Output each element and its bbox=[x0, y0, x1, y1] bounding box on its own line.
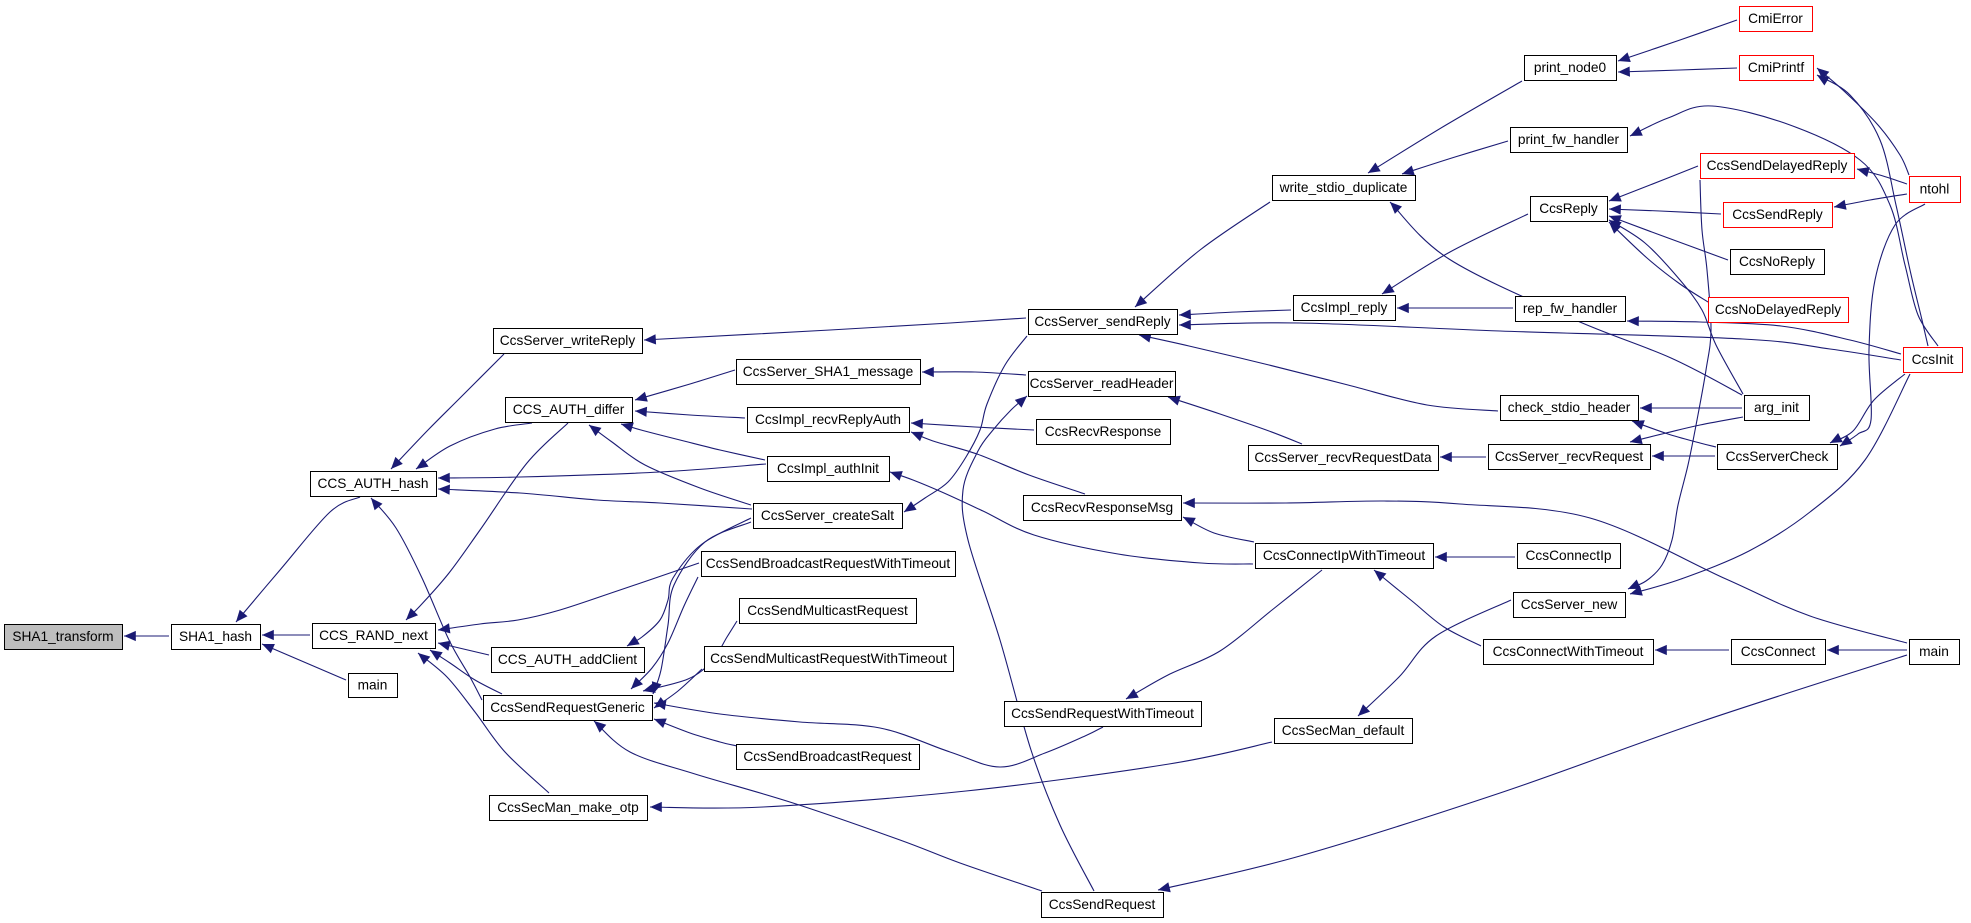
svg-text:CcsImpl_reply: CcsImpl_reply bbox=[1301, 300, 1388, 315]
svg-text:CcsNoReply: CcsNoReply bbox=[1739, 254, 1815, 269]
svg-text:CcsServer_new: CcsServer_new bbox=[1521, 597, 1618, 612]
svg-text:CcsRecvResponse: CcsRecvResponse bbox=[1045, 424, 1161, 439]
svg-text:arg_init: arg_init bbox=[1754, 400, 1799, 415]
svg-text:CcsSendMulticastRequest: CcsSendMulticastRequest bbox=[747, 603, 908, 618]
svg-text:CcsSecMan_make_otp: CcsSecMan_make_otp bbox=[497, 800, 639, 815]
svg-text:CCS_AUTH_hash: CCS_AUTH_hash bbox=[317, 476, 428, 491]
svg-text:print_node0: print_node0 bbox=[1534, 60, 1607, 75]
svg-text:CcsServer_readHeader: CcsServer_readHeader bbox=[1030, 376, 1174, 391]
svg-text:CcsImpl_authInit: CcsImpl_authInit bbox=[777, 461, 879, 476]
svg-text:CcsSecMan_default: CcsSecMan_default bbox=[1282, 723, 1405, 738]
svg-text:CcsConnectWithTimeout: CcsConnectWithTimeout bbox=[1493, 644, 1644, 659]
svg-text:SHA1_hash: SHA1_hash bbox=[179, 629, 252, 644]
svg-text:print_fw_handler: print_fw_handler bbox=[1518, 132, 1620, 147]
svg-text:CcsRecvResponseMsg: CcsRecvResponseMsg bbox=[1031, 500, 1173, 515]
svg-text:CcsSendRequest: CcsSendRequest bbox=[1049, 897, 1156, 912]
svg-text:CcsServer_createSalt: CcsServer_createSalt bbox=[761, 508, 894, 523]
svg-text:CcsSendMulticastRequestWithTim: CcsSendMulticastRequestWithTimeout bbox=[710, 651, 947, 666]
svg-text:ntohl: ntohl bbox=[1920, 182, 1950, 197]
svg-text:CcsSendRequestWithTimeout: CcsSendRequestWithTimeout bbox=[1011, 706, 1194, 721]
svg-text:write_stdio_duplicate: write_stdio_duplicate bbox=[1279, 180, 1408, 195]
svg-text:CCS_RAND_next: CCS_RAND_next bbox=[319, 628, 428, 643]
svg-text:rep_fw_handler: rep_fw_handler bbox=[1523, 301, 1618, 316]
svg-text:CmiPrintf: CmiPrintf bbox=[1748, 60, 1804, 75]
svg-text:CcsServer_sendReply: CcsServer_sendReply bbox=[1034, 314, 1170, 329]
svg-text:CcsNoDelayedReply: CcsNoDelayedReply bbox=[1715, 302, 1841, 317]
svg-text:CcsServer_writeReply: CcsServer_writeReply bbox=[500, 333, 636, 348]
svg-text:CcsSendBroadcastRequestWithTim: CcsSendBroadcastRequestWithTimeout bbox=[706, 556, 951, 571]
svg-text:CcsSendBroadcastRequest: CcsSendBroadcastRequest bbox=[743, 749, 911, 764]
svg-text:CcsImpl_recvReplyAuth: CcsImpl_recvReplyAuth bbox=[755, 412, 901, 427]
svg-text:SHA1_transform: SHA1_transform bbox=[12, 629, 113, 644]
svg-text:CmiError: CmiError bbox=[1748, 11, 1803, 26]
svg-text:CcsReply: CcsReply bbox=[1539, 201, 1598, 216]
svg-text:CcsConnect: CcsConnect bbox=[1741, 644, 1816, 659]
svg-text:CcsServer_recvRequest: CcsServer_recvRequest bbox=[1495, 449, 1644, 464]
svg-text:CcsConnectIpWithTimeout: CcsConnectIpWithTimeout bbox=[1263, 548, 1425, 563]
svg-text:CcsSendReply: CcsSendReply bbox=[1732, 207, 1823, 222]
svg-text:main: main bbox=[358, 678, 388, 693]
svg-text:CcsServer_recvRequestData: CcsServer_recvRequestData bbox=[1254, 450, 1432, 465]
svg-text:check_stdio_header: check_stdio_header bbox=[1508, 400, 1631, 415]
svg-text:CcsServer_SHA1_message: CcsServer_SHA1_message bbox=[743, 364, 913, 379]
svg-text:main: main bbox=[1919, 644, 1949, 659]
svg-text:CCS_AUTH_addClient: CCS_AUTH_addClient bbox=[498, 652, 637, 667]
svg-text:CcsSendRequestGeneric: CcsSendRequestGeneric bbox=[490, 700, 645, 715]
svg-text:CcsInit: CcsInit bbox=[1912, 352, 1954, 367]
svg-text:CcsSendDelayedReply: CcsSendDelayedReply bbox=[1707, 158, 1848, 173]
svg-text:CcsServerCheck: CcsServerCheck bbox=[1726, 449, 1829, 464]
svg-text:CCS_AUTH_differ: CCS_AUTH_differ bbox=[513, 402, 625, 417]
svg-text:CcsConnectIp: CcsConnectIp bbox=[1526, 548, 1612, 563]
